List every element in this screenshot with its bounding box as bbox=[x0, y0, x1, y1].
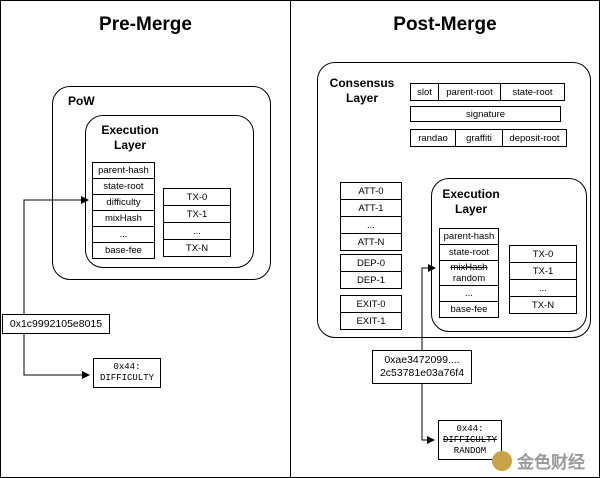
pre-arrow-to-opcode bbox=[23, 334, 90, 379]
pre-tx-item: TX-N bbox=[163, 239, 231, 257]
post-merge-title: Post-Merge bbox=[393, 14, 497, 35]
post-execution-layer bbox=[431, 178, 587, 332]
pow-container bbox=[52, 86, 271, 280]
post-opcode-line1: 0x44: bbox=[456, 423, 484, 434]
consensus-row-1: slot parent-root state-root bbox=[410, 83, 565, 101]
watermark-text: 金色财经 bbox=[517, 453, 585, 473]
att-list: ATT-0 ATT-1 ... ATT-N bbox=[340, 182, 402, 251]
consensus-field: deposit-root bbox=[502, 129, 567, 147]
consensus-label: Consensus Layer bbox=[329, 76, 395, 105]
consensus-field: slot bbox=[410, 83, 439, 101]
pre-merge-title: Pre-Merge bbox=[99, 14, 192, 35]
post-header-field: base-fee bbox=[439, 301, 499, 318]
post-random-value: 0xae3472099.... 2c53781e03a76f4 bbox=[372, 350, 472, 384]
dep-item: DEP-1 bbox=[340, 271, 402, 289]
pre-arrow-to-difficulty bbox=[23, 196, 89, 314]
post-arrow-to-random bbox=[421, 264, 436, 350]
consensus-row-3: randao graffiti deposit-root bbox=[410, 129, 567, 147]
pre-opcode-box: 0x44: DIFFICULTY bbox=[93, 358, 161, 388]
exit-list: EXIT-0 EXIT-1 bbox=[340, 295, 402, 330]
post-header-fields: parent-hash state-root mixHash random ..… bbox=[439, 228, 499, 318]
post-value-line1: 0xae3472099.... bbox=[384, 354, 460, 366]
consensus-field: graffiti bbox=[455, 129, 503, 147]
post-value-line2: 2c53781e03a76f4 bbox=[379, 367, 465, 379]
consensus-container bbox=[317, 62, 591, 338]
post-opcode-line2: DIFFICULTY bbox=[442, 434, 497, 445]
post-opcode-line3: RANDOM bbox=[453, 445, 487, 456]
pre-execution-label: Execution Layer bbox=[101, 123, 159, 152]
pre-difficulty-value: 0x1c9992105e8015 bbox=[2, 314, 110, 334]
post-opcode-box: 0x44: DIFFICULTY RANDOM bbox=[438, 420, 502, 460]
att-item: ATT-N bbox=[340, 233, 402, 251]
consensus-signature: signature bbox=[410, 106, 561, 122]
post-tx-item: TX-N bbox=[509, 296, 577, 314]
consensus-field: state-root bbox=[500, 83, 565, 101]
pre-tx-list: TX-0 TX-1 ... TX-N bbox=[163, 188, 231, 257]
post-execution-label: Execution Layer bbox=[442, 187, 500, 216]
pow-label: PoW bbox=[68, 94, 95, 108]
watermark-logo-icon bbox=[492, 450, 512, 471]
watermark: 金色财经 bbox=[492, 448, 585, 473]
pre-header-fields: parent-hash state-root difficulty mixHas… bbox=[92, 162, 155, 259]
post-header-random: random bbox=[452, 273, 486, 284]
pre-opcode-line2: DIFFICULTY bbox=[99, 373, 154, 383]
post-tx-list: TX-0 TX-1 ... TX-N bbox=[509, 245, 577, 314]
post-header-mixhash: mixHash bbox=[450, 262, 488, 273]
dep-list: DEP-0 DEP-1 bbox=[340, 254, 402, 289]
pre-header-field: base-fee bbox=[92, 242, 155, 259]
exit-item: EXIT-1 bbox=[340, 312, 402, 330]
pre-opcode-line1: 0x44: bbox=[113, 362, 141, 372]
post-arrow-to-opcode bbox=[421, 384, 435, 444]
pre-execution-layer bbox=[85, 115, 254, 268]
